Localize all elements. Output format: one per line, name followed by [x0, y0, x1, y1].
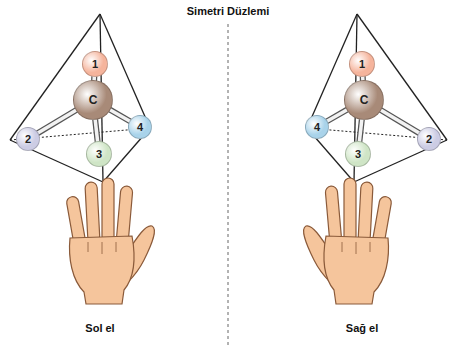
bond	[95, 119, 98, 142]
bond	[109, 109, 130, 121]
atom-label: 1	[92, 58, 98, 70]
atom-label: 1	[359, 58, 365, 70]
atom-circle: 1	[82, 51, 108, 77]
atom-label: C	[89, 93, 98, 107]
atom-circle: 1	[349, 51, 375, 77]
atom-label: C	[360, 93, 369, 107]
atom-circle: 4	[305, 115, 329, 139]
symmetry-plane	[228, 24, 229, 345]
atom-label: 4	[137, 121, 143, 133]
atom-label: 2	[426, 133, 432, 145]
atom-circle: C	[73, 80, 113, 120]
atom-circle: 2	[16, 127, 40, 151]
atom-label: 3	[96, 148, 102, 160]
bond	[327, 109, 348, 121]
atom-label: 2	[25, 133, 31, 145]
bond	[359, 119, 362, 142]
atom-circle: 4	[128, 115, 152, 139]
atom-circle: 3	[345, 141, 371, 167]
bond	[380, 110, 419, 134]
atom-label: 4	[314, 121, 320, 133]
atom-circle: 3	[86, 141, 112, 167]
right-hand	[304, 178, 393, 304]
left-hand	[66, 178, 155, 304]
hand-label: Sol el	[85, 322, 114, 334]
atom-label: 3	[355, 148, 361, 160]
bond	[37, 110, 76, 134]
tetrahedron-left	[10, 14, 150, 182]
atom-circle: C	[344, 80, 384, 120]
hand-label: Sağ el	[346, 322, 378, 334]
atom-circle: 2	[417, 127, 441, 151]
diagram-title: Simetri Düzlemi	[187, 5, 270, 17]
tetrahedron-right	[307, 14, 447, 182]
